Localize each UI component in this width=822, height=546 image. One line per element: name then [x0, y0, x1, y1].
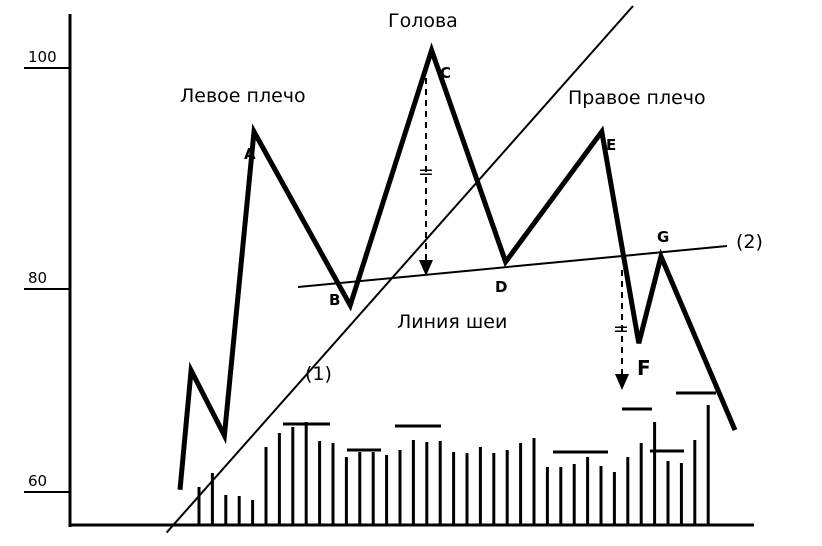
point-label-b: B [329, 291, 340, 309]
reference-lines [165, 5, 728, 534]
head-target-arrow-head [419, 260, 433, 276]
neckline-number-label: (2) [736, 231, 763, 253]
y-tick-label: 60 [28, 472, 47, 490]
right-shoulder-label: Правое плечо [568, 87, 706, 109]
point-label-a: A [244, 145, 256, 163]
head-label: Голова [388, 10, 458, 32]
point-label-e: E [606, 136, 616, 154]
point-label-g: G [657, 228, 669, 246]
price-series [177, 42, 738, 490]
volume-bars [197, 391, 716, 525]
head-target-mark: = [418, 161, 434, 183]
neckline-2 [297, 245, 728, 288]
neckline-label: Линия шеи [397, 311, 507, 333]
right-target-mark: = [613, 318, 629, 340]
annotations: Голова Левое плечо Правое плечо Линия ше… [180, 10, 763, 385]
y-ticks: 100 80 60 [24, 48, 70, 493]
trendline-label: (1) [305, 363, 332, 385]
y-tick-label: 80 [28, 269, 47, 287]
trendline-1 [165, 5, 634, 534]
price-line [177, 42, 738, 490]
point-label-c: C [440, 64, 451, 82]
point-label-f: F [637, 356, 651, 380]
y-tick-label: 100 [28, 48, 57, 66]
point-label-d: D [495, 278, 507, 296]
right-target-arrow-head [615, 374, 629, 390]
left-shoulder-label: Левое плечо [180, 85, 306, 107]
